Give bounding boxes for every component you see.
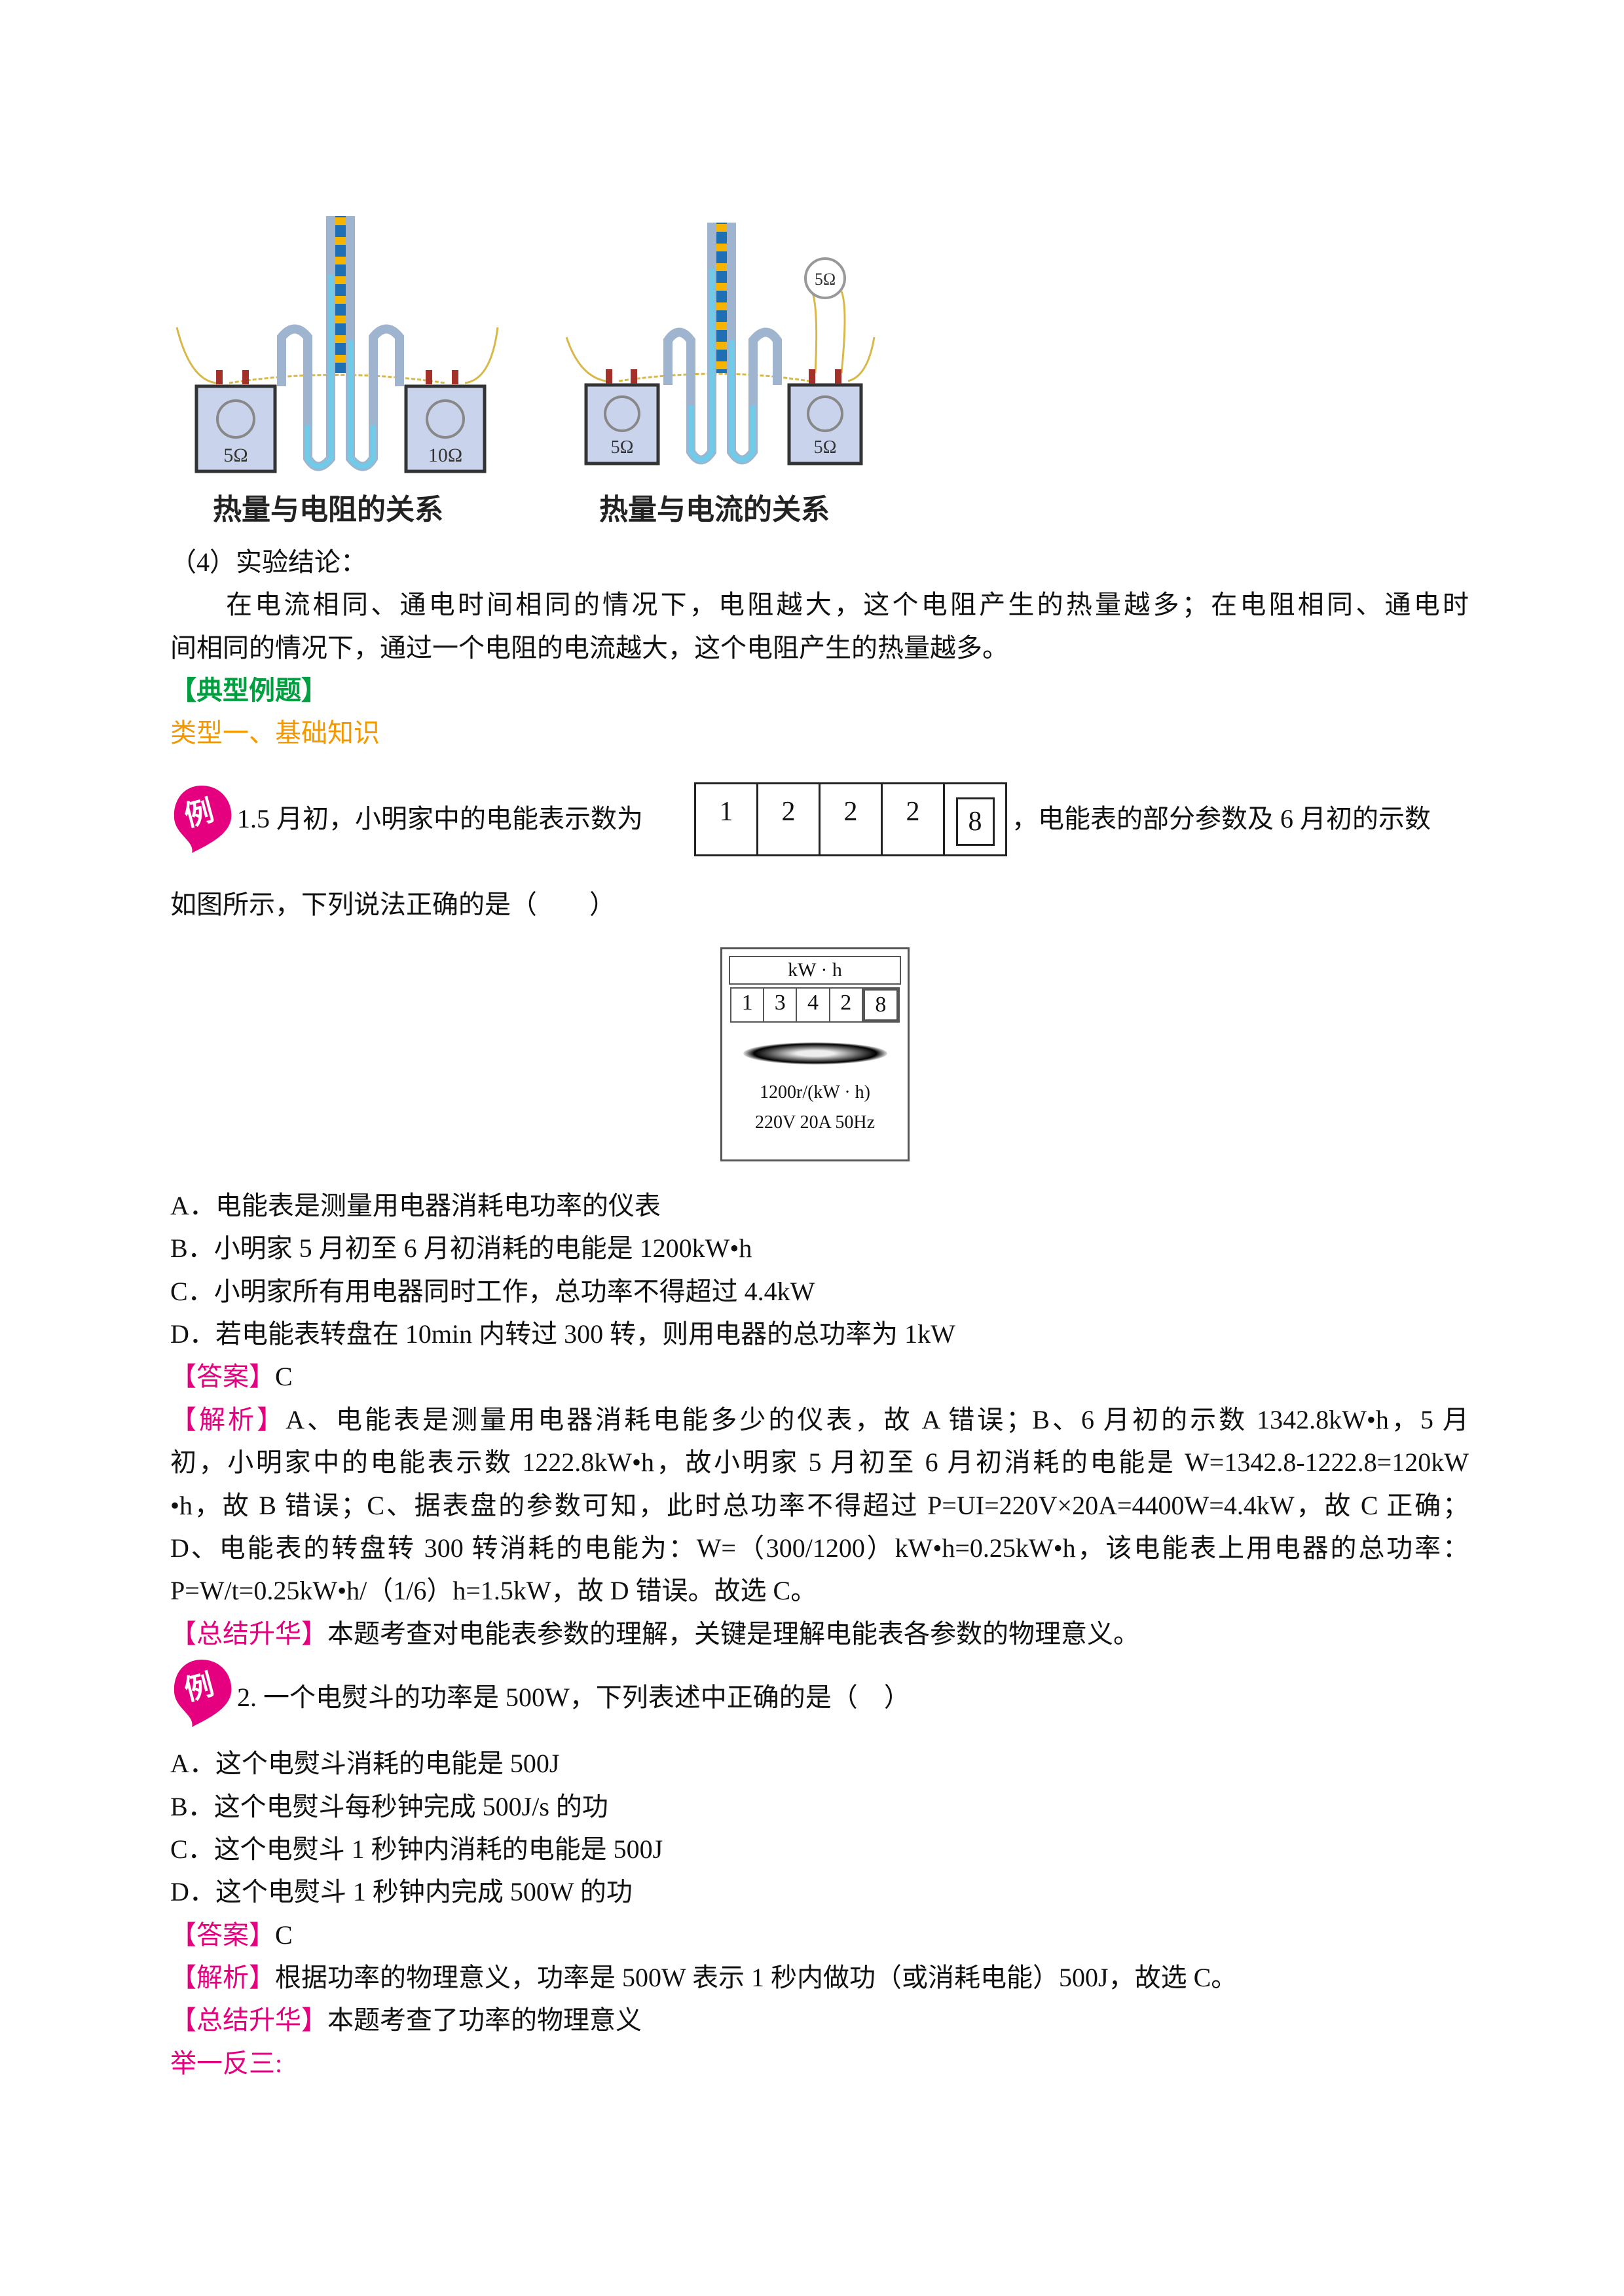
- option-c: C．这个电熨斗 1 秒钟内消耗的电能是 500J: [170, 1834, 663, 1864]
- example2-stem: 2. 一个电熨斗的功率是 500W，下列表述中正确的是（ ）: [237, 1683, 910, 1712]
- analysis: 【解析】根据功率的物理意义，功率是 500W 表示 1 秒内做功（或消耗电能）5…: [170, 1963, 1238, 1992]
- figure-heat-vs-resistance: 5Ω 10Ω: [175, 216, 499, 473]
- resistor-label: 5Ω: [223, 445, 248, 466]
- resistor-label: 5Ω: [815, 270, 836, 289]
- analysis: •h，故 B 错误；C、据表盘的参数可知，此时总功率不得超过 P=UI=220V…: [170, 1491, 1469, 1520]
- option-d: D．若电能表转盘在 10min 内转过 300 转，则用电器的总功率为 1kW: [170, 1319, 955, 1349]
- conclusion-text: 在电流相同、通电时间相同的情况下，电阻越大，这个电阻产生的热量越多；在电阻相同、…: [226, 590, 1469, 619]
- resistor-label: 5Ω: [611, 437, 634, 458]
- option-a: A．电能表是测量用电器消耗电功率的仪表: [170, 1191, 661, 1220]
- meter-disc-icon: [743, 1042, 887, 1065]
- example1-stem: 如图所示，下列说法正确的是（ ）: [170, 890, 616, 919]
- option-d: D．这个电熨斗 1 秒钟内完成 500W 的功: [170, 1877, 633, 1906]
- option-b: B．这个电熨斗每秒钟完成 500J/s 的功: [170, 1792, 608, 1821]
- summary: 【总结升华】本题考查了功率的物理意义: [170, 2005, 642, 2035]
- section-title: 【典型例题】: [170, 676, 327, 705]
- example1-stem: 1.5 月初，小明家中的电能表示数为: [237, 804, 643, 833]
- analysis: 初，小明家中的电能表示数 1222.8kW•h，故小明家 5 月初至 6 月初消…: [170, 1448, 1469, 1477]
- meter-reading-may: 1 2 2 2 8: [694, 782, 1007, 856]
- conclusion-text: 间相同的情况下，通过一个电阻的电流越大，这个电阻产生的热量越多。: [170, 633, 1008, 663]
- summary: 【总结升华】本题考查对电能表参数的理解，关键是理解电能表各参数的物理意义。: [170, 1619, 1139, 1649]
- example-badge-icon: 例: [174, 1660, 232, 1727]
- analysis: P=W/t=0.25kW•h/（1/6）h=1.5kW，故 D 错误。故选 C。: [170, 1576, 817, 1605]
- figure-heat-vs-current: 5Ω 5Ω 5Ω: [565, 223, 876, 465]
- analysis: 【解析】A、电能表是测量用电器消耗电能多少的仪表，故 A 错误；B、6 月初的示…: [170, 1405, 1469, 1434]
- answer: 【答案】C: [170, 1362, 293, 1391]
- practice-heading: 举一反三:: [170, 2049, 283, 2078]
- example1-stem: ，电能表的部分参数及 6 月初的示数: [1012, 804, 1431, 833]
- answer: 【答案】C: [170, 1920, 293, 1950]
- conclusion-heading: （4）实验结论：: [170, 547, 367, 577]
- option-a: A．这个电熨斗消耗的电能是 500J: [170, 1749, 560, 1778]
- figure-caption: 热量与电阻的关系: [213, 493, 443, 526]
- example-badge-icon: 例: [174, 786, 232, 853]
- figure-caption: 热量与电流的关系: [599, 493, 830, 526]
- option-c: C．小明家所有用电器同时工作，总功率不得超过 4.4kW: [170, 1277, 815, 1306]
- resistor-label: 10Ω: [428, 445, 462, 466]
- resistor-label: 5Ω: [814, 437, 837, 458]
- analysis: D、电能表的转盘转 300 转消耗的电能为：W=（300/1200）kW•h=0…: [170, 1533, 1469, 1563]
- option-b: B．小明家 5 月初至 6 月初消耗的电能是 1200kW•h: [170, 1233, 752, 1263]
- type-heading: 类型一、基础知识: [170, 718, 380, 748]
